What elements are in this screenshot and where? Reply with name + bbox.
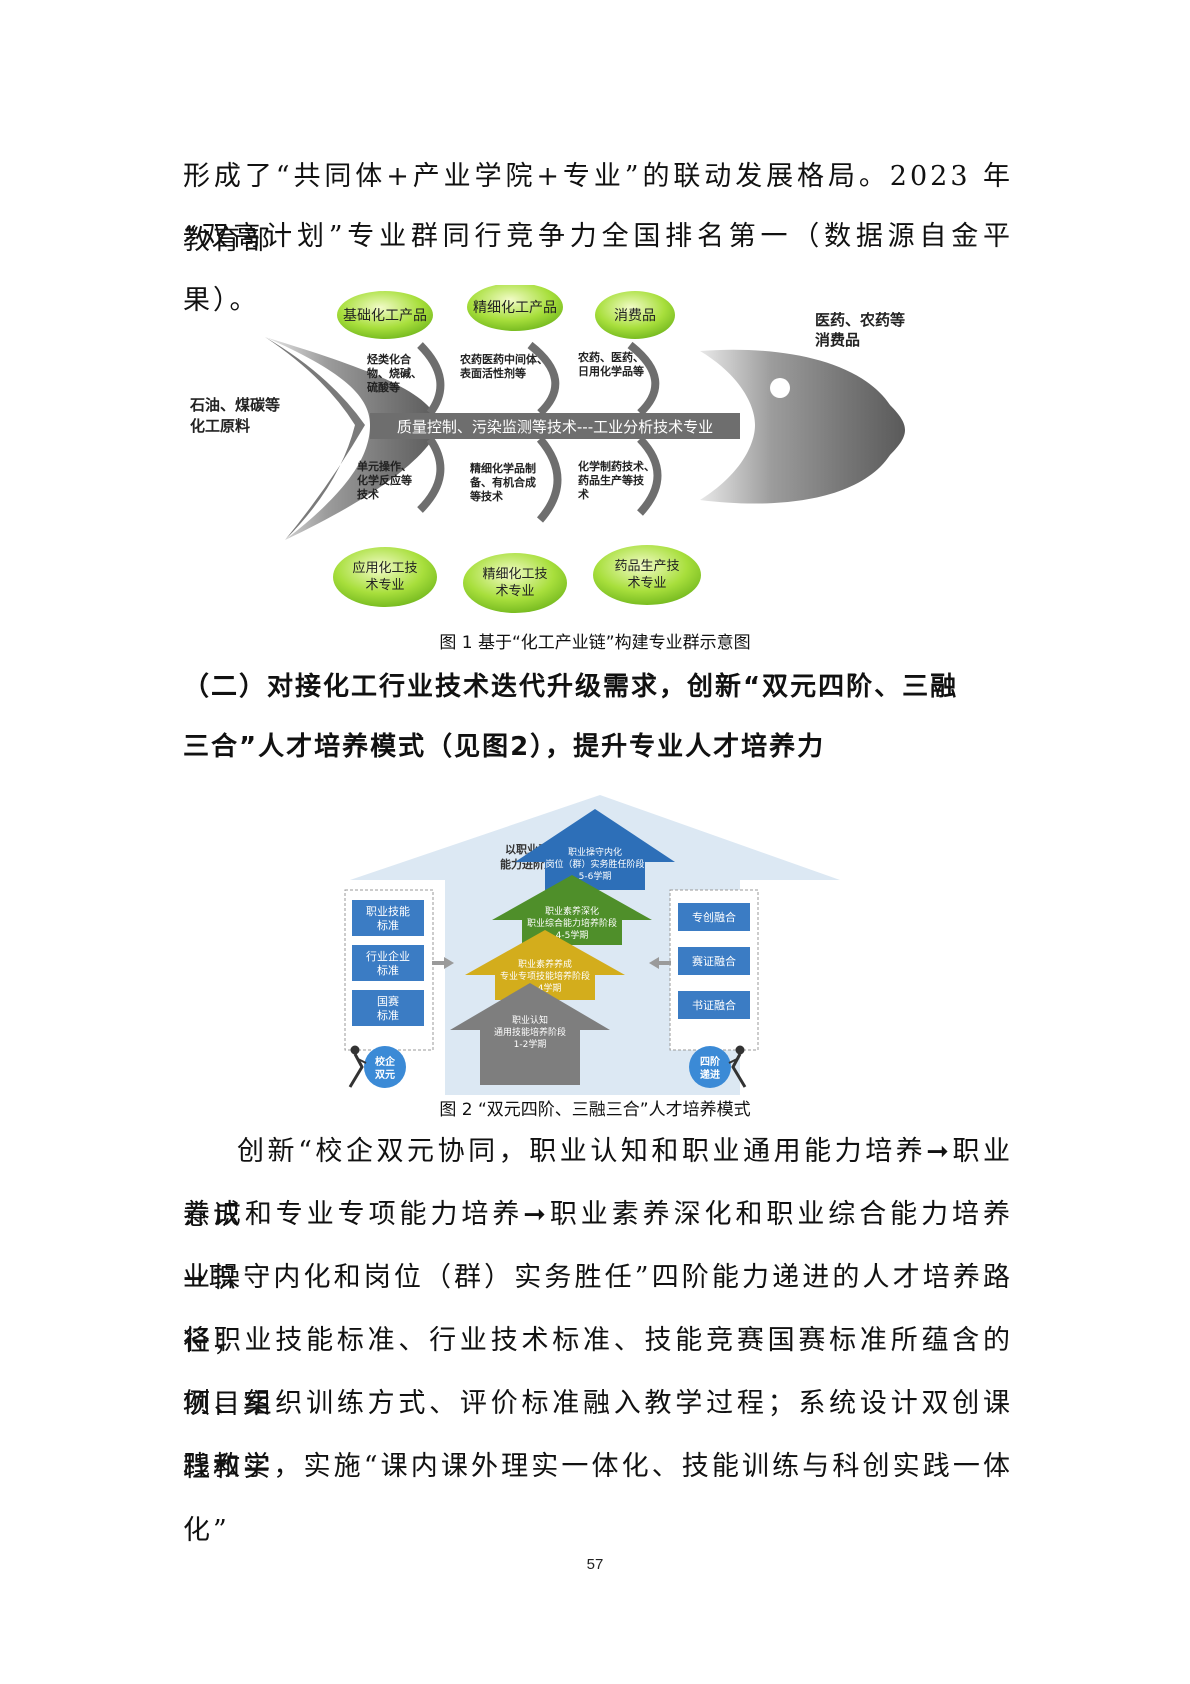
bottom-note-3-line-3: 术 xyxy=(577,487,589,501)
left-box-3-line-1: 国赛 xyxy=(377,994,399,1008)
left-badge xyxy=(364,1046,406,1088)
left-box-1-line-2: 标准 xyxy=(377,918,399,932)
bottom-note-3-line-1: 化学制药技术、 xyxy=(578,459,655,473)
left-box-3-line-2: 标准 xyxy=(377,1008,399,1022)
left-pushing-figure-icon xyxy=(348,1045,367,1088)
bubble-bottom-2-label-part-2: 术专业 xyxy=(495,584,534,599)
stage-3-line-2: 职业综合能力培养阶段 xyxy=(527,917,617,929)
right-badge-line-1: 四阶 xyxy=(700,1055,721,1068)
figure-1-caption: 图 1 基于“化工产业链”构建专业群示意图 xyxy=(439,633,751,653)
figure-2-caption: 图 2 “双元四阶、三融三合”人才培养模式 xyxy=(439,1100,751,1120)
figure-2-talent-model-diagram: 以职业素养培养和 能力进阶为主线 职业操守内化 岗位（群）实务胜任阶段 5-6学… xyxy=(344,795,840,1095)
top-note-3-line-1: 农药、医药、 xyxy=(577,350,644,364)
right-box-2-label: 赛证融合 xyxy=(692,954,736,968)
top-note-2-line-2: 表面活性剂等 xyxy=(459,366,526,380)
bottom-note-2-line-3: 等技术 xyxy=(469,489,503,503)
paragraph-2-line-2: 养成和专业专项能力培养➞职业素养深化和职业综合能力培养➞职 xyxy=(183,1199,1013,1294)
top-note-3-line-2: 日用化学品等 xyxy=(578,364,644,378)
bubble-fine-chemical-products xyxy=(467,285,563,331)
bubble-bottom-3-label-part-2: 术专业 xyxy=(627,576,666,591)
right-pushing-figure-icon xyxy=(728,1045,747,1088)
tail-label-part-1: 石油、煤碳等 xyxy=(189,396,280,414)
paragraph-2-line-3: 业操守内化和岗位（群）实务胜任”四阶能力递进的人才培养路径； xyxy=(183,1262,1013,1357)
left-badge-line-1: 校企 xyxy=(375,1055,396,1068)
left-badge-line-2: 双元 xyxy=(375,1069,395,1081)
bubble-bottom-1-label-part-2: 术专业 xyxy=(365,578,404,593)
bubble-consumer-goods xyxy=(595,291,675,339)
bottom-note-2-line-1: 精细化学品制 xyxy=(470,461,536,475)
right-badge xyxy=(689,1046,731,1088)
bottom-note-3-line-2: 药品生产等技 xyxy=(578,473,645,487)
bubble-bottom-2-label-part-1: 精细化工技 xyxy=(482,567,547,582)
paragraph-1-line-1: 形成了“共同体+产业学院+专业”的联动发展格局。2023 年教育部 xyxy=(183,161,1013,256)
bubble-top-3-label: 消费品 xyxy=(614,308,656,324)
bubble-bottom-1-label-part-1: 应用化工技 xyxy=(352,560,417,576)
head-label-part-2: 消费品 xyxy=(815,331,860,349)
section-heading-line-2: 三合”人才培养模式（见图2），提升专业人才培养力 xyxy=(183,732,826,762)
bubble-fine-chemical-tech-major xyxy=(463,553,567,613)
top-note-2-line-1: 农药医药中间体、 xyxy=(459,352,548,366)
stage-3-line-3: 4-5学期 xyxy=(556,929,589,941)
paragraph-2-line-4: 将职业技能标准、行业技术标准、技能竞赛国赛标准所蕴含的项目案 xyxy=(183,1325,1013,1420)
section-heading-line-1: （二）对接化工行业技术迭代升级需求，创新“双元四阶、三融 xyxy=(183,672,959,702)
bubble-applied-chemical-tech-major xyxy=(333,547,437,607)
top-note-1-line-2: 物、烧碱、 xyxy=(367,366,422,380)
head-label-part-1: 医药、农药等 xyxy=(815,311,905,329)
right-box-3-label: 书证融合 xyxy=(692,998,736,1012)
bubble-drug-production-tech-major xyxy=(593,545,701,605)
fish-eye-icon xyxy=(770,378,790,398)
stage-1-line-3: 1-2学期 xyxy=(514,1038,547,1050)
figure-1-fishbone-diagram: 质量控制、污染监测等技术---工业分析技术专业 基础化工产品 精细化工产品 消费… xyxy=(189,285,905,613)
bubble-basic-chemical-products xyxy=(337,291,433,339)
bubble-top-1-label: 基础化工产品 xyxy=(343,307,427,324)
bottom-note-1-line-3: 技术 xyxy=(357,487,379,501)
stage-2-line-2: 专业专项技能培养阶段 xyxy=(500,970,590,982)
right-box-1-label: 专创融合 xyxy=(692,910,736,924)
stage-1-line-1: 职业认知 xyxy=(512,1014,548,1026)
top-note-1-line-3: 硫酸等 xyxy=(367,380,400,394)
page-number: 57 xyxy=(586,1556,604,1573)
bottom-note-2-line-2: 备、有机合成 xyxy=(469,475,536,489)
bubble-bottom-3-label-part-1: 药品生产技 xyxy=(614,559,679,574)
stage-4-line-3: 5-6学期 xyxy=(579,870,612,882)
stage-1-line-2: 通用技能培养阶段 xyxy=(494,1026,566,1038)
right-badge-line-2: 递进 xyxy=(700,1068,720,1081)
left-box-1-line-1: 职业技能 xyxy=(366,904,410,918)
paragraph-1-line-2: “双高计划”专业群同行竞争力全国排名第一（数据源自金平果）。 xyxy=(183,221,1013,316)
left-box-2-line-1: 行业企业 xyxy=(366,949,410,963)
stage-3-line-1: 职业素养深化 xyxy=(545,905,599,917)
stage-2-line-1: 职业素养养成 xyxy=(518,958,572,970)
bottom-note-1-line-1: 单元操作、 xyxy=(357,459,412,473)
paragraph-2-line-1: 创新“校企双元协同，职业认知和职业通用能力培养➞职业意识 xyxy=(183,1136,1013,1231)
top-note-1-line-1: 烃类化合 xyxy=(367,352,412,366)
stage-4-line-2: 岗位（群）实务胜任阶段 xyxy=(545,858,644,870)
left-box-2-line-2: 标准 xyxy=(377,963,399,977)
fishbone-spine-label: 质量控制、污染监测等技术---工业分析技术专业 xyxy=(397,418,713,436)
paragraph-2-line-5: 例、组织训练方式、评价标准融入教学过程；系统设计双创课程和实 xyxy=(183,1388,1013,1483)
stage-4-line-1: 职业操守内化 xyxy=(568,846,622,858)
tail-label-part-2: 化工原料 xyxy=(190,417,250,435)
bottom-note-1-line-2: 化学反应等 xyxy=(357,473,412,487)
bubble-top-2-label: 精细化工产品 xyxy=(473,300,557,316)
paragraph-2-line-6: 践教学，实施“课内课外理实一体化、技能训练与科创实践一体化” xyxy=(183,1451,1013,1546)
